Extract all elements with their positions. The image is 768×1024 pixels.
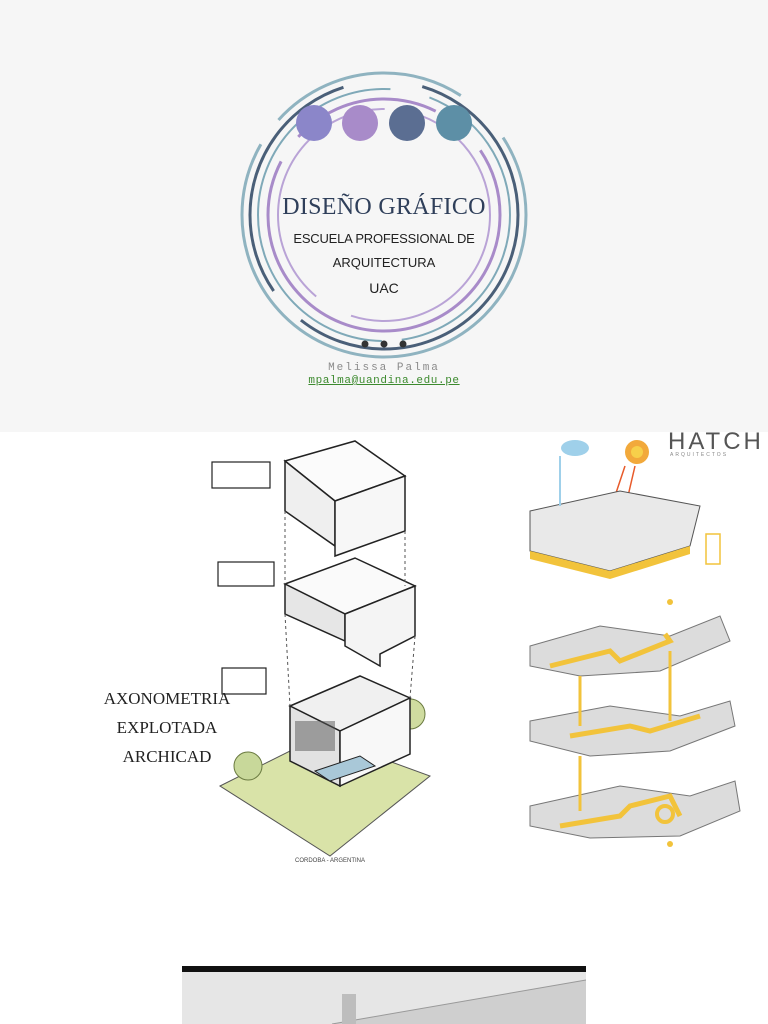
cloud-icon (561, 440, 589, 456)
photo-edge-line (331, 979, 586, 1024)
middle-volume-side (344, 584, 416, 668)
house-window (295, 721, 335, 751)
small-dot-2 (380, 340, 388, 348)
axo-caption: AXONOMETRIA EXPLOTADA ARCHICAD (92, 684, 242, 771)
axo-caption-line-2: EXPLOTADA (116, 718, 218, 737)
photo-column (342, 994, 356, 1024)
annotation-bubble-1 (211, 461, 271, 489)
small-dot-3 (399, 340, 407, 348)
inner-ring (277, 108, 491, 322)
logo-rings (240, 71, 528, 359)
circulation-path-3 (559, 793, 683, 829)
hatch-logo: HATCH (668, 428, 764, 455)
author-name: Melissa Palma (328, 362, 440, 374)
dot-teal (436, 105, 472, 141)
cover-title: DISEÑO GRÁFICO (282, 194, 486, 220)
legend-marker-1 (667, 599, 673, 605)
dot-periwinkle (296, 105, 332, 141)
purple-ring (266, 97, 502, 333)
floor-level-1 (529, 615, 731, 677)
dark-ring (248, 79, 520, 351)
hatch-logo-subtitle: ARQUITECTOS (670, 452, 729, 458)
axo-caption-line-1: AXONOMETRIA (103, 689, 231, 708)
axo-location-label: CORDOBA - ARGENTINA (295, 858, 365, 864)
cover-slide: DISEÑO GRÁFICO ESCUELA PROFESSIONAL DE A… (0, 0, 768, 432)
school-line-1: ESCUELA PROFESSIONAL DE (293, 231, 475, 246)
school-line-2: ARQUITECTURA (332, 255, 436, 270)
axo-caption-line-3: ARCHICAD (122, 747, 212, 766)
photo-top-border (182, 966, 586, 972)
circulation-loop (655, 804, 675, 824)
projection-line-3 (284, 613, 291, 707)
small-dot-1 (361, 340, 369, 348)
legend-marker-2 (667, 841, 673, 847)
dot-lavender (342, 105, 378, 141)
author-email-link[interactable]: mpalma@uandina.edu.pe (308, 375, 460, 387)
tree-left (233, 751, 263, 781)
floor-level-3 (529, 780, 741, 839)
annotation-bubble-3 (221, 667, 267, 695)
circulation-path-1 (549, 632, 674, 669)
next-slide-photo (182, 966, 586, 1024)
energy-box (705, 533, 721, 565)
projection-line-4 (409, 635, 416, 699)
circulation-path-2 (569, 713, 701, 739)
dot-slate (389, 105, 425, 141)
outer-ring (240, 71, 528, 359)
hatch-exploded-diagram (529, 440, 741, 847)
annotation-bubble-2 (217, 561, 275, 587)
sun-ray-1 (614, 465, 626, 497)
sun-ray-2 (627, 465, 636, 497)
sun-core (631, 446, 643, 458)
exploded-axonometric-sketch: CORDOBA - ARGENTINA (211, 440, 432, 864)
institution: UAC (369, 280, 399, 296)
building-base (530, 546, 690, 579)
teal-ring (257, 88, 511, 342)
pool (313, 755, 377, 782)
